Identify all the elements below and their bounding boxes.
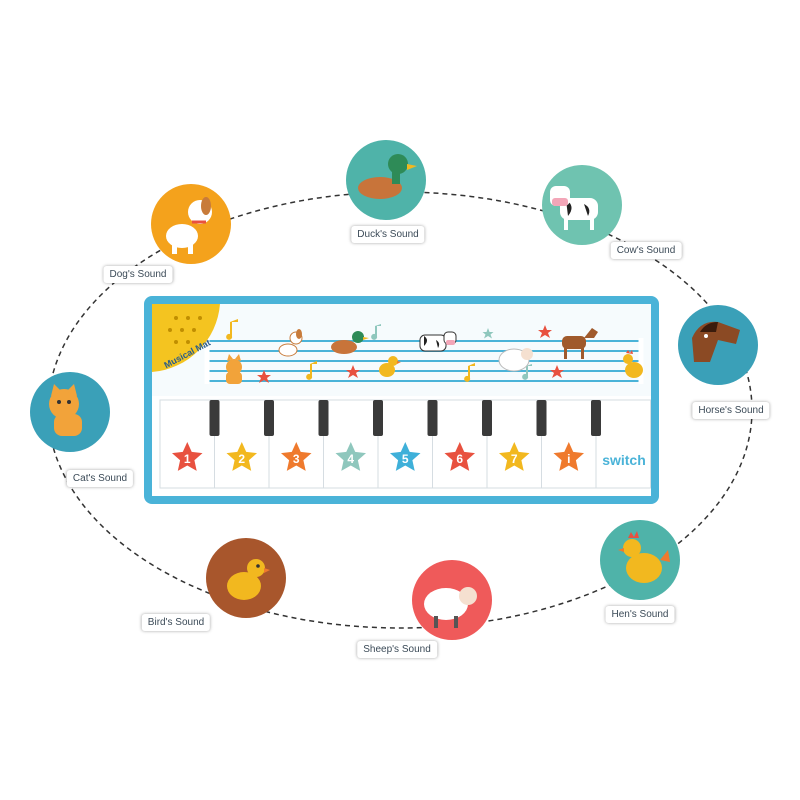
animal-dog-badge: [151, 184, 231, 264]
star-icon: [346, 365, 360, 378]
white-keys: 1 2 3 4 5 6 7 i: [159, 399, 651, 489]
mini-horse: [562, 328, 598, 359]
music-note-icon: [464, 363, 475, 382]
piano-key-3: 3: [268, 399, 324, 489]
piano-key-4: 4: [323, 399, 379, 489]
piano-key-7: 7: [486, 399, 542, 489]
music-note-icon: [306, 361, 317, 380]
key-number: 3: [293, 452, 300, 466]
star-icon: [335, 442, 366, 471]
piano-key-5: 5: [377, 399, 433, 489]
piano-key-6: 6: [432, 399, 488, 489]
animal-bird-badge: [206, 538, 286, 618]
piano-key-9: [595, 399, 651, 489]
key-number: 4: [347, 452, 354, 466]
key-number: 6: [456, 452, 463, 466]
sheep-sound-label: Sheep's Sound: [357, 641, 437, 658]
animal-horse-badge: [678, 305, 758, 385]
key-number: 5: [402, 452, 409, 466]
dog-sound-label: Dog's Sound: [103, 266, 173, 283]
mini-cat: [226, 354, 242, 384]
star-icon: [482, 328, 494, 339]
star-icon: [226, 442, 257, 471]
star-icon: [538, 325, 552, 338]
animal-cow-badge: [542, 165, 622, 245]
mini-hen: [623, 350, 643, 378]
piano-key-2: 2: [214, 399, 270, 489]
star-icon: [499, 442, 530, 471]
bird-sound-label: Bird's Sound: [141, 614, 211, 631]
piano-key-8: i: [541, 399, 597, 489]
black-key-4: [373, 400, 383, 436]
cow-sound-label: Cow's Sound: [610, 242, 682, 259]
key-number: 1: [184, 452, 191, 466]
key-number: i: [567, 452, 570, 466]
animal-cat-badge: [30, 372, 110, 452]
animal-duck-badge: [346, 140, 426, 220]
star-icon: [444, 442, 475, 471]
switch-label: switch: [602, 452, 646, 468]
horse-sound-label: Horse's Sound: [692, 402, 770, 419]
musical-mat: Musical Mat: [144, 296, 659, 504]
animal-sheep-badge: [412, 560, 492, 640]
hen-sound-label: Hen's Sound: [605, 606, 675, 623]
mini-bird: [379, 356, 401, 377]
duck-sound-label: Duck's Sound: [351, 226, 425, 243]
music-note-icon: [371, 324, 381, 340]
black-key-3: [318, 400, 329, 436]
piano-key-1: 1: [159, 399, 215, 489]
key-number: 7: [511, 452, 518, 466]
key-number: 2: [238, 452, 245, 466]
black-key-8: [591, 400, 601, 436]
star-icon: [172, 442, 203, 471]
black-key-7: [536, 400, 547, 436]
decor-notes: [226, 319, 564, 383]
star-icon: [390, 442, 421, 471]
star-icon: [257, 370, 271, 383]
black-key-6: [482, 400, 492, 436]
mini-cow: [419, 331, 457, 352]
mini-duck: [331, 331, 369, 354]
black-key-5: [427, 400, 438, 436]
animal-hen-badge: [600, 520, 680, 600]
mini-dog: [278, 329, 303, 357]
black-key-1: [209, 400, 220, 436]
music-note-icon: [226, 319, 238, 340]
black-key-2: [264, 400, 274, 436]
black-keys: [209, 400, 601, 436]
star-icon: [281, 442, 312, 471]
star-icon: [550, 365, 564, 378]
music-note-icon: [522, 364, 532, 380]
mini-sheep: [498, 348, 533, 372]
star-icon: [553, 442, 584, 471]
cat-sound-label: Cat's Sound: [66, 470, 134, 487]
